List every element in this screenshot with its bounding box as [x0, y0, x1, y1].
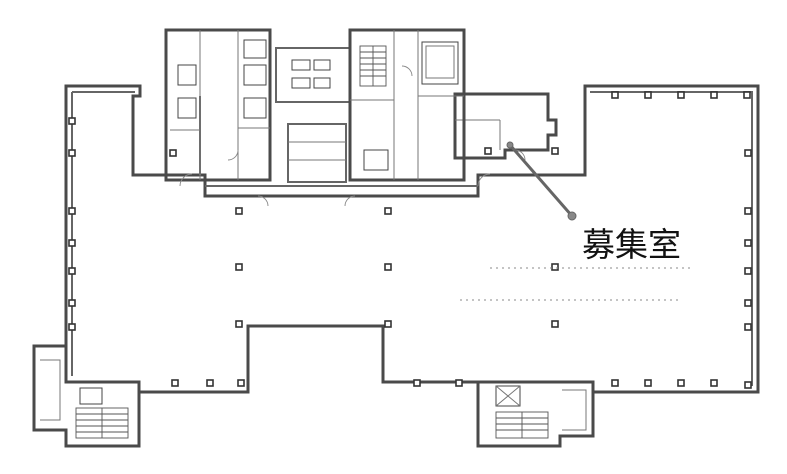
guide-lines — [460, 267, 690, 301]
core-block-left — [164, 28, 351, 183]
stair-upper-core — [359, 45, 387, 87]
vacancy-room-label: 募集室 — [582, 225, 681, 264]
door-swings — [179, 65, 526, 207]
leader-start-dot — [506, 141, 514, 149]
core-block-lower-left — [32, 344, 141, 448]
core-block-right — [348, 28, 466, 182]
vacancy-callout: 募集室 — [506, 141, 681, 264]
leader-line — [508, 144, 574, 217]
leader-end-dot — [567, 211, 577, 221]
columns — [68, 91, 752, 389]
core-block-lower-right — [476, 380, 595, 448]
